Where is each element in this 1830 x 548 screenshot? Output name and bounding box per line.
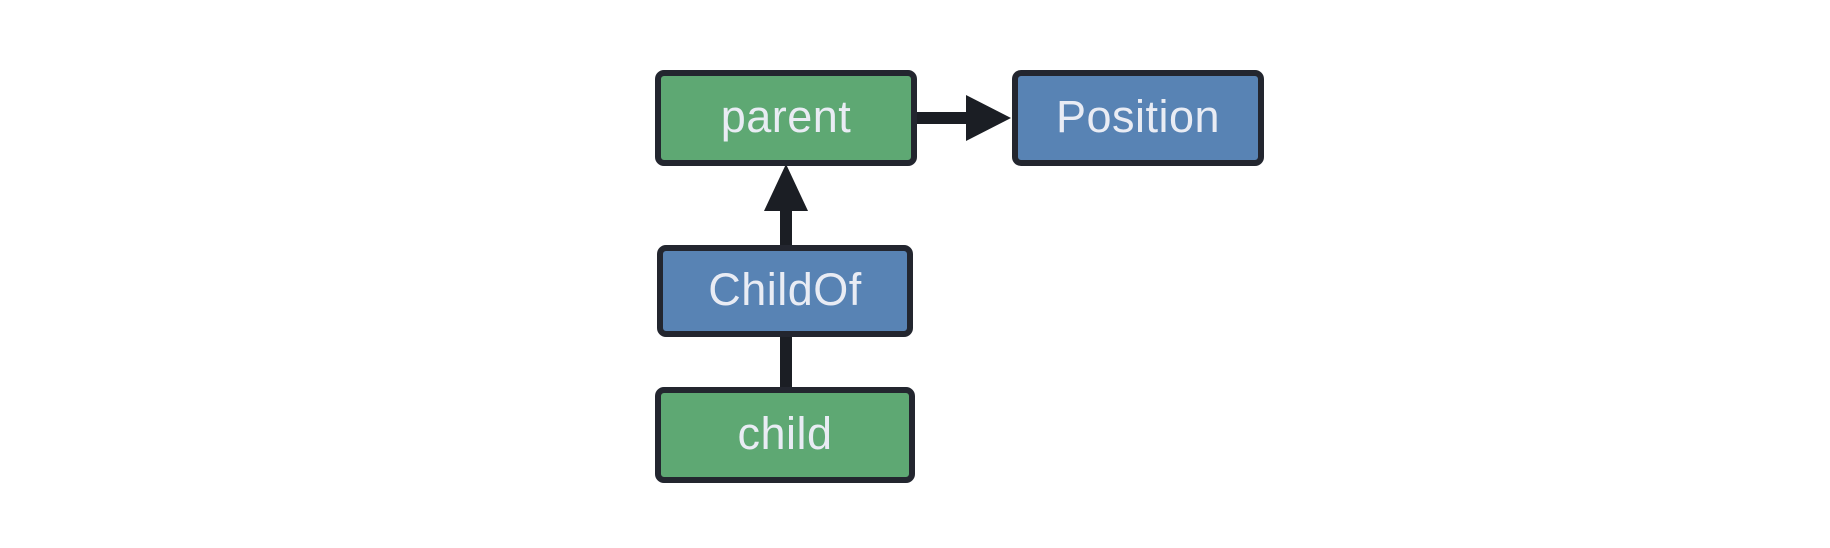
node-position: Position bbox=[1012, 70, 1264, 166]
node-childof-label: ChildOf bbox=[708, 263, 862, 315]
node-parent-label: parent bbox=[720, 90, 852, 142]
edge-childof-to-parent-arrow bbox=[764, 164, 808, 248]
node-position-label: Position bbox=[1055, 90, 1221, 142]
node-childof: ChildOf bbox=[657, 245, 913, 337]
node-parent: parent bbox=[655, 70, 917, 166]
edge-parent-to-position-arrow bbox=[913, 95, 1011, 141]
node-child: child bbox=[655, 387, 915, 483]
node-child-label: child bbox=[737, 407, 833, 459]
edge-child-to-childof-line bbox=[780, 334, 792, 390]
